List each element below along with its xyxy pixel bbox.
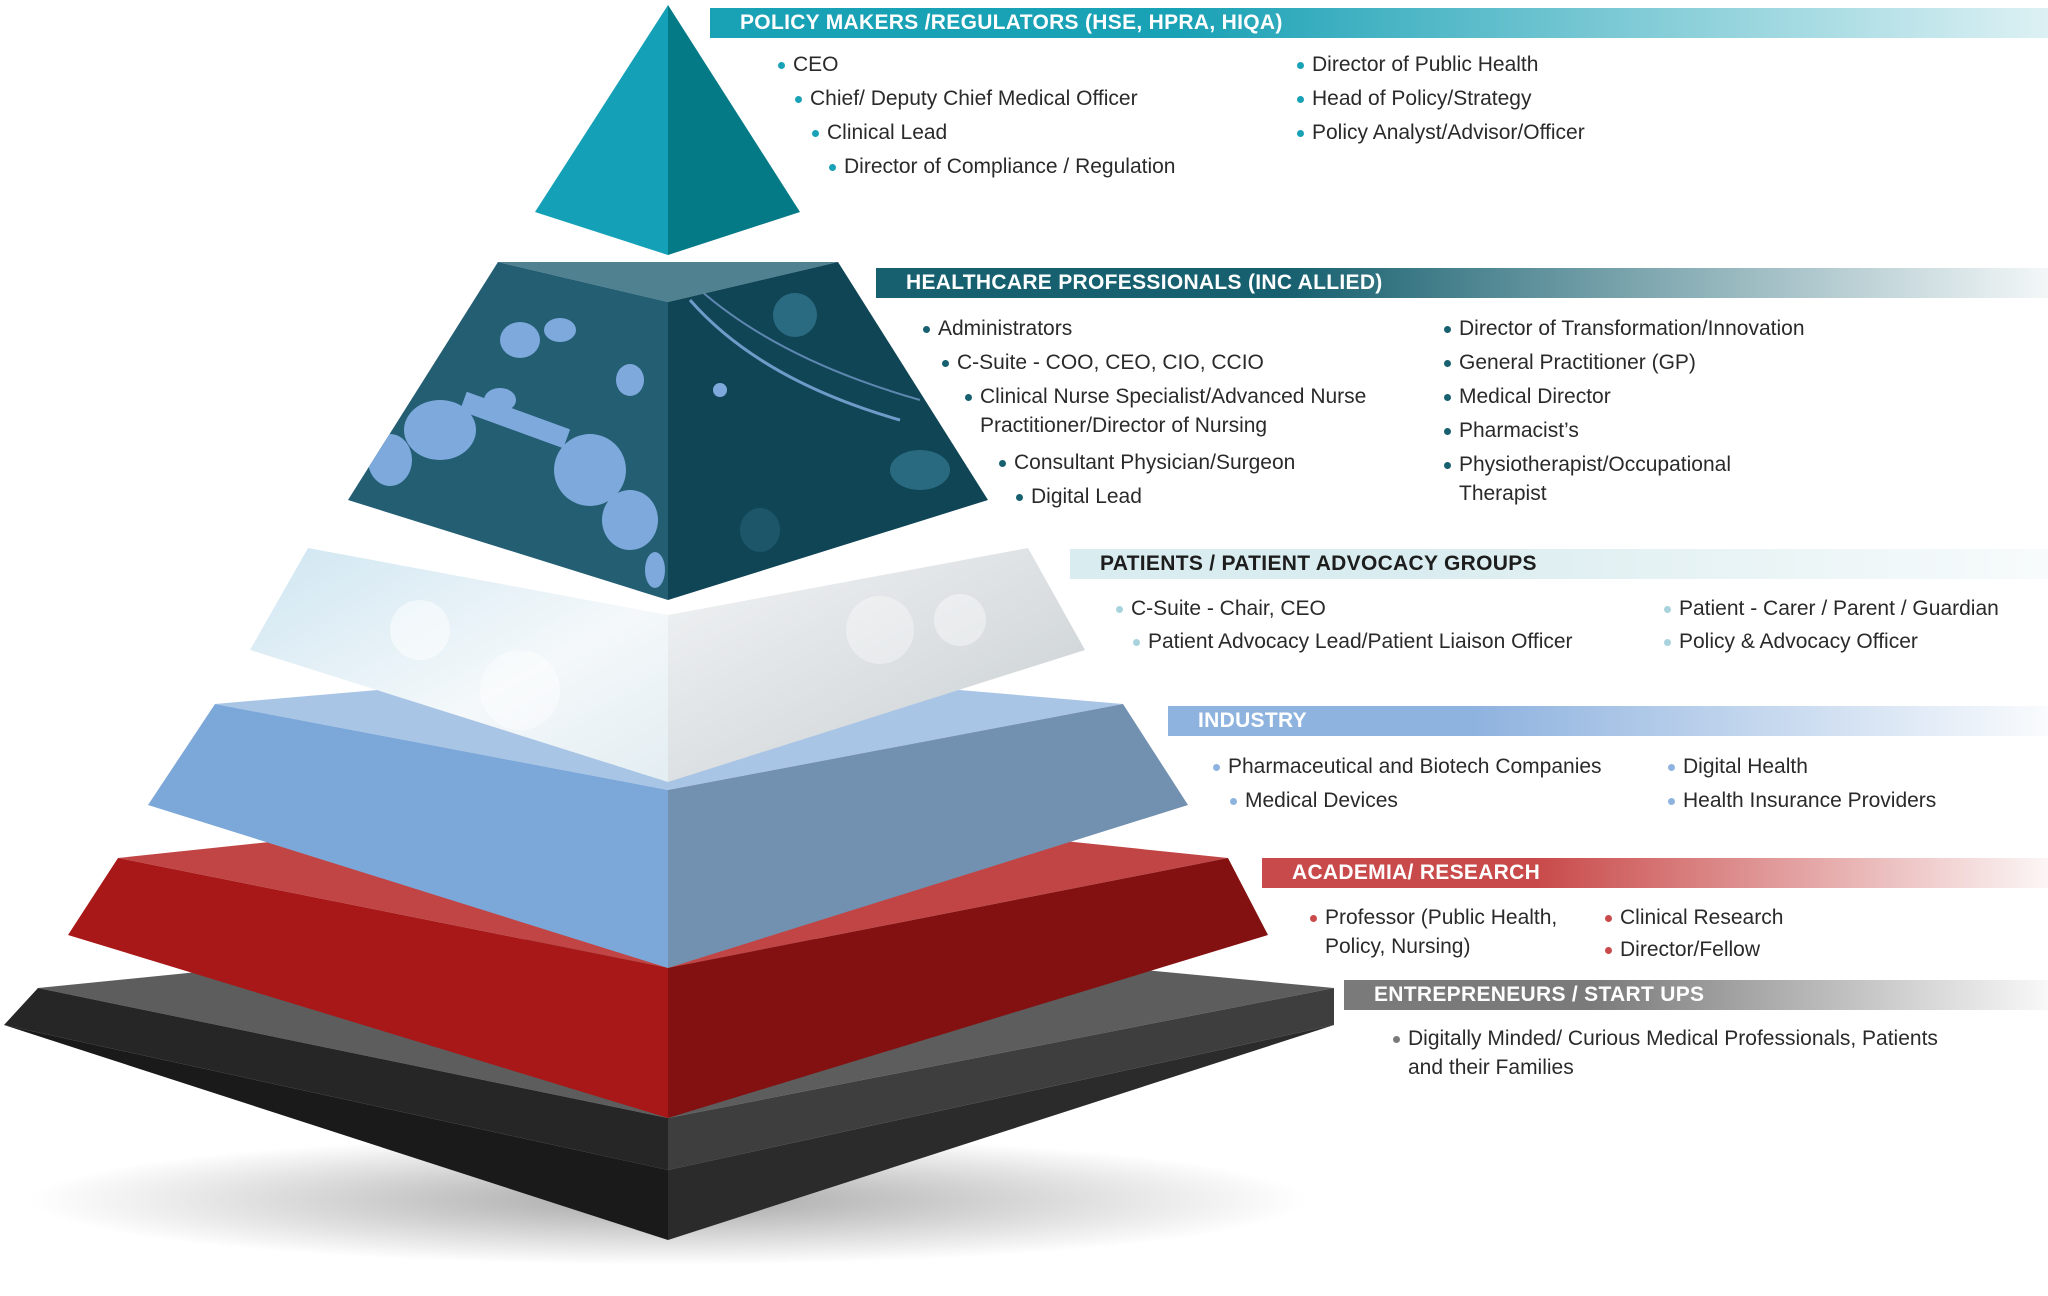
tier-header-text: POLICY MAKERS /REGULATORS (HSE, HPRA, HI…	[740, 11, 1283, 34]
tier-item-text: Director of Public Health	[1312, 53, 1539, 76]
tier-header-text: ENTREPRENEURS / START UPS	[1374, 983, 1705, 1006]
tier-item-text: Consultant Physician/Surgeon	[1014, 451, 1296, 474]
tier-item-text: Clinical Research	[1620, 906, 1784, 929]
tier-item: C-Suite - Chair, CEO	[1116, 594, 1326, 623]
tier-item-text: Policy & Advocacy Officer	[1679, 630, 1918, 653]
tier-item: Director of Transformation/Innovation	[1444, 314, 1805, 343]
tier-header-policy: POLICY MAKERS /REGULATORS (HSE, HPRA, HI…	[710, 8, 2048, 38]
tier-header-patients: PATIENTS / PATIENT ADVOCACY GROUPS	[1070, 549, 2048, 579]
tier-item: Pharmaceutical and Biotech Companies	[1213, 752, 1602, 781]
tier-item: General Practitioner (GP)	[1444, 348, 1696, 377]
tier-item-text: and their Families	[1408, 1056, 1574, 1079]
tier-item-text: Policy, Nursing)	[1325, 935, 1471, 958]
tier-item: Policy & Advocacy Officer	[1664, 627, 1918, 656]
tier-header-entrepreneurs: ENTREPRENEURS / START UPS	[1344, 980, 2048, 1010]
tier-item-text: Pharmacist’s	[1459, 419, 1579, 442]
tier-item-text: Director of Transformation/Innovation	[1459, 317, 1805, 340]
tier-header-text: PATIENTS / PATIENT ADVOCACY GROUPS	[1100, 552, 1537, 575]
tier-header-healthcare: HEALTHCARE PROFESSIONALS (INC ALLIED)	[876, 268, 2048, 298]
tier-header-academia: ACADEMIA/ RESEARCH	[1262, 858, 2048, 888]
tier-healthcare-layer	[348, 262, 988, 600]
tier-item: Patient - Carer / Parent / Guardian	[1664, 594, 1999, 623]
tier-item: C-Suite - COO, CEO, CIO, CCIO	[942, 348, 1264, 377]
tier-item: CEO	[778, 50, 839, 79]
tier-item-text: Patient Advocacy Lead/Patient Liaison Of…	[1148, 630, 1573, 653]
tier-item-text: C-Suite - Chair, CEO	[1131, 597, 1326, 620]
tier-item: Medical Director	[1444, 382, 1611, 411]
tier-item-text: Physiotherapist/Occupational	[1459, 453, 1731, 476]
tier-policy-layer	[535, 5, 800, 255]
tier-header-text: INDUSTRY	[1198, 709, 1307, 732]
tier-item-text: Head of Policy/Strategy	[1312, 87, 1532, 110]
tier-item-text: Practitioner/Director of Nursing	[980, 414, 1268, 437]
tier-item-text: Medical Director	[1459, 385, 1611, 408]
tier-item: Clinical Research	[1605, 903, 1783, 932]
tier-item: Digital Lead	[1016, 482, 1142, 511]
tier-item-text: Chief/ Deputy Chief Medical Officer	[810, 87, 1138, 110]
tier-item-text: Clinical Lead	[827, 121, 948, 144]
stakeholder-pyramid	[4, 5, 1334, 1265]
tier-item-text: Health Insurance Providers	[1683, 789, 1937, 812]
tier-item: Digitally Minded/ Curious Medical Profes…	[1393, 1024, 1938, 1082]
tier-item-text: General Practitioner (GP)	[1459, 351, 1696, 374]
tier-item-text: Director of Compliance / Regulation	[844, 155, 1176, 178]
tier-item: Clinical Lead	[812, 118, 947, 147]
tier-item: Professor (Public Health, Policy, Nursing…	[1310, 903, 1557, 961]
tier-item: Patient Advocacy Lead/Patient Liaison Of…	[1133, 627, 1573, 656]
tier-header-text: HEALTHCARE PROFESSIONALS (INC ALLIED)	[906, 271, 1383, 294]
tier-item: Administrators	[923, 314, 1072, 343]
tier-item-text: Digital Lead	[1031, 485, 1142, 508]
tier-item-text: Patient - Carer / Parent / Guardian	[1679, 597, 1999, 620]
tier-item: Chief/ Deputy Chief Medical Officer	[795, 84, 1138, 113]
tier-item-text: Medical Devices	[1245, 789, 1398, 812]
tier-header-industry: INDUSTRY	[1168, 706, 2048, 736]
tier-item: Digital Health	[1668, 752, 1808, 781]
tier-item: Policy Analyst/Advisor/Officer	[1297, 118, 1585, 147]
tier-item: Head of Policy/Strategy	[1297, 84, 1531, 113]
tier-item-text: Policy Analyst/Advisor/Officer	[1312, 121, 1585, 144]
tier-item-text: Director/Fellow	[1620, 938, 1761, 961]
tier-item: Consultant Physician/Surgeon	[999, 448, 1295, 477]
tier-item: Director of Compliance / Regulation	[829, 152, 1176, 181]
tier-item: Health Insurance Providers	[1668, 786, 1936, 815]
tier-header-text: ACADEMIA/ RESEARCH	[1292, 861, 1541, 884]
tier-item-text: C-Suite - COO, CEO, CIO, CCIO	[957, 351, 1264, 374]
tier-item: Director of Public Health	[1297, 50, 1538, 79]
tier-item: Clinical Nurse Specialist/Advanced Nurse…	[965, 382, 1366, 440]
tier-item: Medical Devices	[1230, 786, 1398, 815]
tier-item: Pharmacist’s	[1444, 416, 1579, 445]
tier-item-text: Digitally Minded/ Curious Medical Profes…	[1408, 1027, 1938, 1050]
tier-item-text: Clinical Nurse Specialist/Advanced Nurse	[980, 385, 1367, 408]
tier-item-text: CEO	[793, 53, 839, 76]
tier-item: Director/Fellow	[1605, 935, 1760, 964]
tier-item-text: Professor (Public Health,	[1325, 906, 1558, 929]
tier-item-text: Digital Health	[1683, 755, 1808, 778]
tier-item-text: Pharmaceutical and Biotech Companies	[1228, 755, 1602, 778]
tier-item-text: Therapist	[1459, 482, 1547, 505]
tier-item-text: Administrators	[938, 317, 1073, 340]
